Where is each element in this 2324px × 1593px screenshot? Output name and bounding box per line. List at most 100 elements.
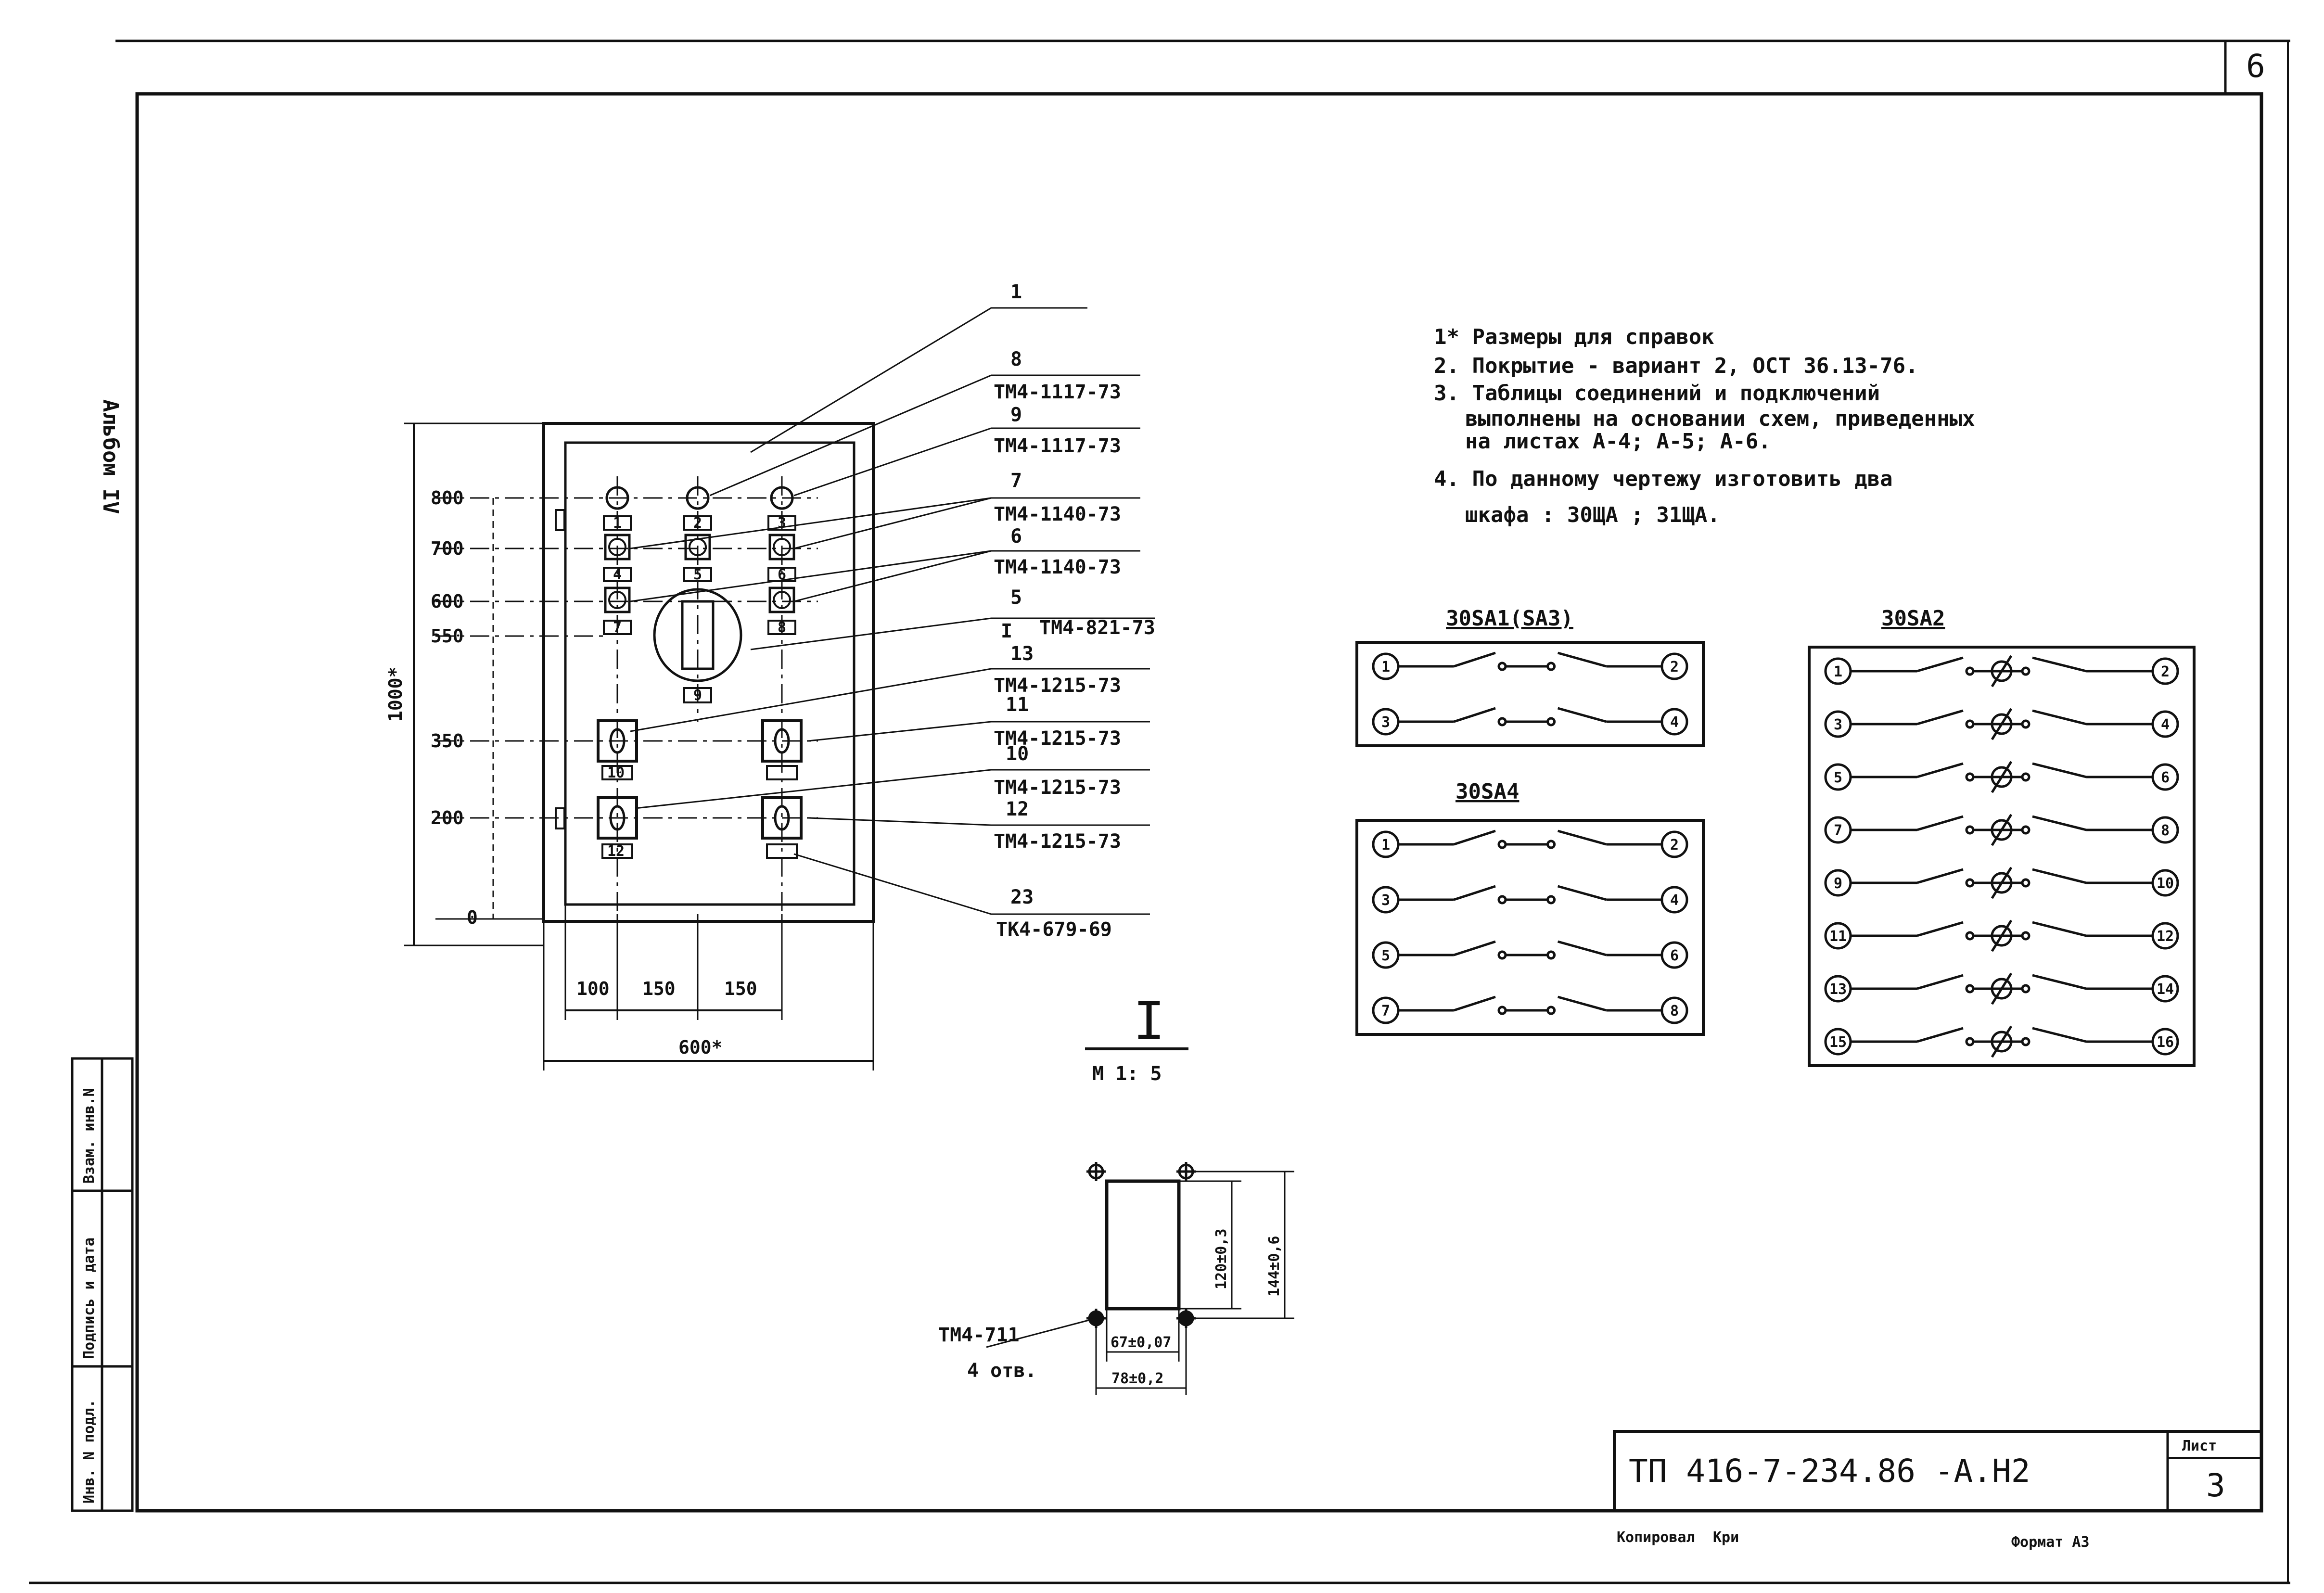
detail-cutout bbox=[986, 1162, 1294, 1395]
cross-contact bbox=[1991, 978, 2013, 1000]
contact-blade bbox=[1916, 709, 1964, 726]
cross-slash bbox=[1991, 1025, 2013, 1058]
contact-blade bbox=[2032, 815, 2087, 831]
contact-blade bbox=[1916, 762, 1964, 778]
note-line-2: 2. Покрытие - вариант 2, ОСТ 36.13-76. bbox=[1434, 354, 1918, 378]
tag-6: 6 bbox=[778, 566, 786, 583]
callout-7-code: ТМ4-1140-73 bbox=[994, 503, 1121, 525]
dim-outer-h: 144±0,6 bbox=[1266, 1236, 1283, 1297]
drawing-code: ТП 416-7-234.86 -А.Н2 bbox=[1629, 1453, 2030, 1490]
contact-blade bbox=[1453, 940, 1496, 956]
terminal-number: 4 bbox=[1670, 892, 1679, 909]
cross-slash bbox=[1991, 761, 2013, 793]
contact-blade bbox=[1916, 974, 1964, 990]
terminal-number: 3 bbox=[1381, 714, 1390, 731]
contact-blade bbox=[1557, 940, 1607, 956]
level-700: 700 bbox=[431, 538, 464, 559]
stamp-replacement-inv: Взам. инв.N bbox=[81, 1088, 98, 1184]
callout-6-no: 6 bbox=[1010, 525, 1022, 548]
tag-10: 10 bbox=[607, 765, 625, 781]
tag-2: 2 bbox=[693, 515, 702, 532]
hole-ref: ТМ4-711 bbox=[938, 1324, 1020, 1346]
cross-slash bbox=[1991, 708, 2013, 740]
callout-23-no: 23 bbox=[1010, 886, 1034, 908]
contact-blade bbox=[2032, 974, 2087, 990]
contact-blade bbox=[2032, 762, 2087, 778]
terminal-number: 2 bbox=[1670, 837, 1679, 854]
terminal-number: 8 bbox=[1670, 1003, 1679, 1020]
contact-point bbox=[2021, 825, 2030, 835]
cross-contact bbox=[1991, 660, 2013, 682]
contact-blade bbox=[2032, 656, 2087, 673]
callout-13-no: 13 bbox=[1010, 643, 1034, 665]
detail-title: I bbox=[1133, 990, 1165, 1052]
tag-7: 7 bbox=[613, 619, 622, 636]
terminal-number: 3 bbox=[1381, 892, 1390, 909]
terminal-number: 16 bbox=[2157, 1034, 2174, 1051]
terminal-number: 4 bbox=[2161, 716, 2170, 733]
sheet-number: 3 bbox=[2206, 1467, 2225, 1504]
contact-point bbox=[2021, 878, 2030, 888]
contact-blade bbox=[2032, 868, 2087, 884]
callout-6-code: ТМ4-1140-73 bbox=[994, 556, 1121, 578]
tag-4: 4 bbox=[613, 566, 622, 583]
terminal-number: 2 bbox=[1670, 659, 1679, 675]
sheet-label: Лист bbox=[2182, 1438, 2217, 1454]
terminal-number: 6 bbox=[1670, 947, 1679, 964]
contact-point bbox=[1546, 950, 1556, 960]
level-600: 600 bbox=[431, 591, 464, 612]
callout-I-code: ТМ4-821-73 bbox=[1039, 617, 1155, 639]
cross-contact bbox=[1991, 766, 2013, 788]
contact-point bbox=[1546, 895, 1556, 905]
level-550: 550 bbox=[431, 625, 464, 647]
callout-9-code: ТМ4-1117-73 bbox=[994, 435, 1121, 457]
contact-blade bbox=[1453, 829, 1496, 846]
dim-inner-h: 120±0,3 bbox=[1213, 1229, 1230, 1289]
callout-1-no: 1 bbox=[1010, 281, 1022, 303]
corner-sheet-number: 6 bbox=[2246, 48, 2265, 85]
callout-23-code: ТК4-679-69 bbox=[996, 918, 1112, 941]
height-dim-label: 1000* bbox=[385, 667, 406, 722]
terminal-number: 9 bbox=[1834, 875, 1842, 892]
cross-slash bbox=[1991, 655, 2013, 688]
level-200: 200 bbox=[431, 807, 464, 828]
tag-12: 12 bbox=[607, 843, 625, 860]
contact-blade bbox=[1916, 1027, 1964, 1043]
terminal-number: 14 bbox=[2157, 981, 2174, 998]
note-line-3: 3. Таблицы соединений и подключений bbox=[1434, 381, 1880, 406]
detail-scale: М 1: 5 bbox=[1092, 1063, 1162, 1085]
contact-point bbox=[2021, 931, 2030, 941]
switch-box-30sa2 bbox=[1808, 646, 2196, 1067]
note-line-7: шкафа : 30ЩА ; 31ЩА. bbox=[1465, 503, 1720, 527]
notes-block: 1* Размеры для справок 2. Покрытие - вар… bbox=[1434, 325, 1975, 527]
callout-8-no: 8 bbox=[1010, 348, 1022, 370]
contact-point bbox=[1546, 717, 1556, 726]
note-line-4: выполнены на основании схем, приведенных bbox=[1465, 407, 1975, 431]
terminal-number: 10 bbox=[2157, 875, 2174, 892]
contact-blade bbox=[1916, 921, 1964, 937]
hole-count: 4 отв. bbox=[967, 1360, 1037, 1382]
terminal-number: 8 bbox=[2161, 822, 2170, 839]
callout-5-no: 5 bbox=[1010, 586, 1022, 609]
terminal-number: 7 bbox=[1834, 822, 1842, 839]
callout-11-no: 11 bbox=[1006, 694, 1029, 716]
tag-3: 3 bbox=[778, 515, 786, 532]
contact-blade bbox=[1453, 707, 1496, 723]
tag-8: 8 bbox=[778, 619, 786, 636]
contact-blade bbox=[1916, 868, 1964, 884]
callout-9-no: 9 bbox=[1010, 404, 1022, 426]
terminal-number: 1 bbox=[1381, 659, 1390, 675]
terminal-number: 1 bbox=[1834, 663, 1842, 680]
callout-10-code: ТМ4-1215-73 bbox=[994, 777, 1121, 799]
